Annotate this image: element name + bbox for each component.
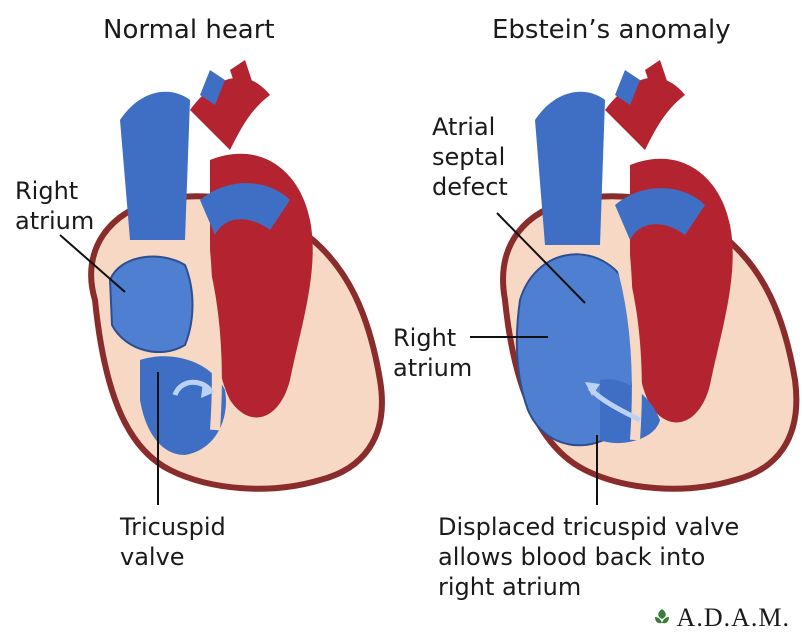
right-vena-cava [535, 92, 605, 245]
right-label-displaced-valve: Displaced tricuspid valve allows blood b… [438, 512, 739, 602]
right-panel-title: Ebstein’s anomaly [492, 14, 731, 46]
adam-brand-text: A.D.A.M. [677, 603, 790, 633]
left-label-right-atrium: Right atrium [15, 176, 94, 236]
left-vena-cava [120, 92, 190, 240]
adam-logo: A.D.A.M. [651, 603, 790, 633]
left-aorta-arch [190, 78, 270, 150]
right-aorta-arch [605, 78, 685, 150]
adam-leaf-icon [651, 607, 673, 629]
left-right-atrium [110, 257, 193, 352]
normal-heart-illustration [60, 60, 382, 505]
right-label-right-atrium: Right atrium [393, 323, 472, 383]
right-label-asd: Atrial septal defect [432, 112, 508, 202]
ebstein-heart-illustration [470, 60, 796, 505]
left-panel-title: Normal heart [103, 14, 275, 46]
left-label-tricuspid-valve: Tricuspid valve [120, 512, 226, 572]
